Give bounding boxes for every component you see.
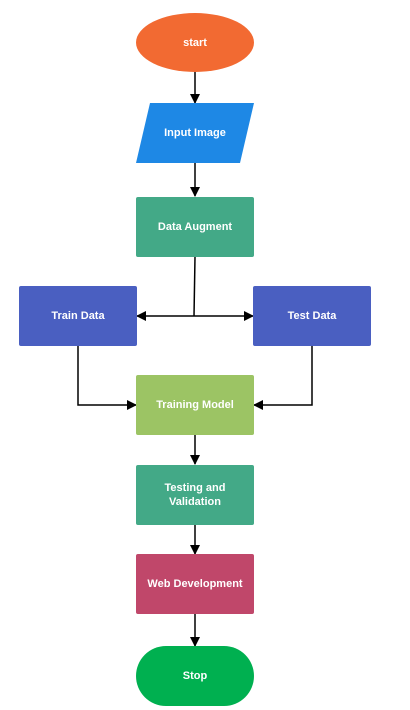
- testing-validation-label: Testing and Validation: [164, 482, 226, 508]
- test-data-label: Test Data: [287, 310, 337, 322]
- edge-train-to-training: [77, 346, 137, 410]
- start-label: start: [183, 36, 207, 49]
- web-development-node[interactable]: Web Development: [136, 554, 254, 614]
- stop-terminal[interactable]: Stop: [136, 646, 254, 706]
- web-development-label: Web Development: [147, 578, 243, 590]
- training-model-node[interactable]: Training Model: [136, 375, 254, 435]
- data-augment-node[interactable]: Data Augment: [136, 197, 254, 257]
- input-image-label: Input Image: [164, 127, 226, 139]
- start-terminal[interactable]: start: [136, 13, 254, 72]
- input-image-node[interactable]: Input Image: [136, 103, 254, 163]
- test-data-node[interactable]: Test Data: [253, 286, 371, 346]
- edge-test-to-training: [253, 346, 313, 410]
- train-data-label: Train Data: [51, 310, 105, 322]
- testing-validation-node[interactable]: Testing and Validation: [136, 465, 254, 525]
- training-model-label: Training Model: [156, 399, 234, 411]
- parallelogram-shape: [136, 103, 254, 163]
- train-data-node[interactable]: Train Data: [19, 286, 137, 346]
- edge-augment-to-split: [193, 256, 196, 317]
- data-augment-label: Data Augment: [157, 221, 233, 233]
- stop-label: Stop: [182, 670, 208, 682]
